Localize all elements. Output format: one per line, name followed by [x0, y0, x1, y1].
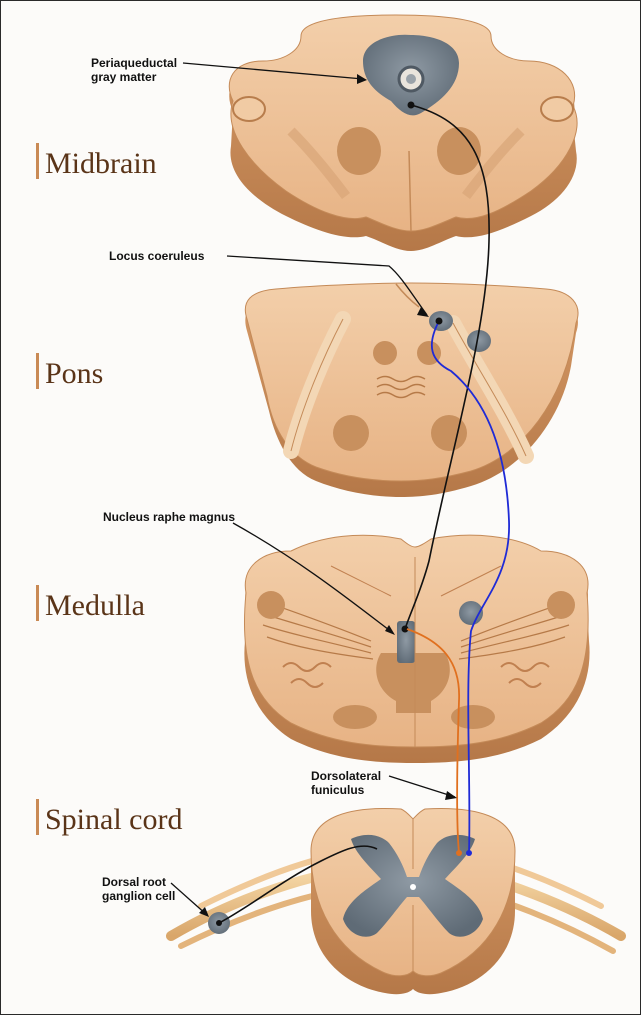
dorsolateral-leader [389, 776, 455, 797]
pons-nucleus-ll [333, 415, 369, 451]
drg-label-2: ganglion cell [102, 889, 175, 903]
drg-label-1: Dorsal root [102, 875, 166, 889]
medulla-right-nucleus [547, 591, 575, 619]
spinal-cord-section [171, 808, 621, 994]
medulla-title-bar [36, 585, 39, 621]
midbrain-title-bar [36, 143, 39, 179]
periaqueductal-label-2: gray matter [91, 70, 157, 84]
pons-nucleus-lr [431, 415, 467, 451]
medulla-left-nucleus [257, 591, 285, 619]
nucleus-raphe-label: Nucleus raphe magnus [103, 510, 235, 524]
midbrain-left-nucleus [337, 127, 381, 175]
midbrain-right-colliculus [541, 97, 573, 121]
dorsolateral-label-1: Dorsolateral [311, 769, 381, 783]
pag-dot [408, 102, 415, 109]
drg-leader [171, 883, 207, 915]
medulla-section [244, 535, 589, 763]
central-canal [410, 884, 416, 890]
periaqueductal-label-1: Periaqueductal [91, 56, 177, 70]
midbrain-title: Midbrain [45, 147, 157, 180]
pons-nucleus-ul [373, 341, 397, 365]
pons-title: Pons [45, 357, 103, 390]
raphe-terminal [456, 850, 462, 856]
medulla-title: Medulla [45, 589, 145, 622]
lc-dot [436, 318, 443, 325]
section-titles: Midbrain Pons Medulla Spinal cord [36, 143, 182, 836]
lc-terminal [466, 850, 472, 856]
spinal-cord-title: Spinal cord [45, 803, 182, 836]
locus-coeruleus-label: Locus coeruleus [109, 249, 205, 263]
spinal-cord-title-bar [36, 799, 39, 835]
dorsolateral-label-2: funiculus [311, 783, 365, 797]
pons-title-bar [36, 353, 39, 389]
pons-section [245, 283, 578, 497]
drg-dot [216, 920, 222, 926]
aqueduct-lumen [406, 74, 416, 84]
medulla-bottom-left [333, 705, 377, 729]
midbrain-section [229, 15, 577, 251]
midbrain-left-colliculus [233, 97, 265, 121]
medulla-surface [244, 535, 588, 747]
